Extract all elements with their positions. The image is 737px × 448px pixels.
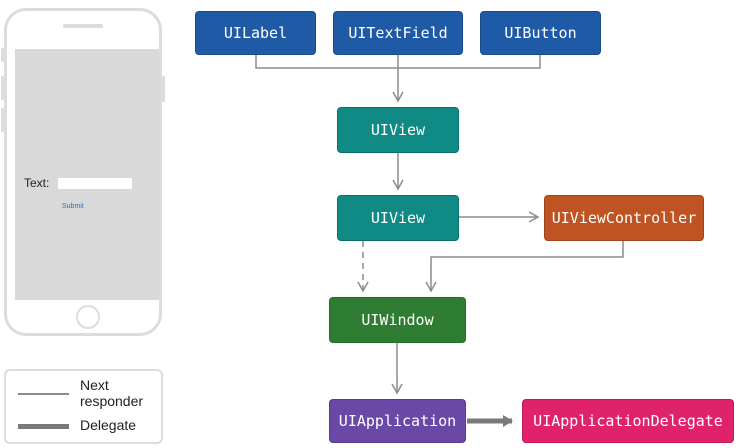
text-field-input[interactable] [58, 178, 132, 189]
node-uiapplication-text: UIApplication [338, 412, 457, 430]
node-uilabel: UILabel [195, 11, 316, 55]
legend-delegate: Delegate [80, 417, 137, 433]
node-uiview-top-text: UIView [370, 121, 426, 139]
node-uibutton: UIButton [480, 11, 601, 55]
node-uibutton-text: UIButton [504, 24, 577, 42]
phone-mockup [4, 8, 162, 336]
phone-power-button [162, 76, 165, 102]
legend: Next responder Delegate [4, 369, 163, 444]
phone-screen [15, 49, 159, 300]
node-uiviewcontroller: UIViewController [544, 195, 704, 241]
home-button-icon [76, 305, 100, 329]
node-uiview-top: UIView [337, 107, 459, 153]
delegate-line-sample [18, 424, 69, 429]
node-uitextfield: UITextField [333, 11, 463, 55]
text-field-label: Text: [24, 176, 50, 190]
node-uiview-bottom-text: UIView [370, 209, 426, 227]
next-responder-line-sample [18, 393, 69, 395]
node-uiwindow: UIWindow [329, 297, 466, 343]
node-uiapplication: UIApplication [329, 399, 466, 443]
legend-next-responder-line2: responder [80, 393, 144, 409]
node-uiviewcontroller-text: UIViewController [551, 209, 697, 227]
node-uiview-bottom: UIView [337, 195, 459, 241]
node-uilabel-text: UILabel [223, 24, 288, 42]
node-uiapplicationdelegate-text: UIApplicationDelegate [533, 412, 723, 430]
legend-next-responder-line1: Next [80, 377, 109, 393]
viewcontroller-to-uiwindow-arrow [425, 241, 624, 293]
node-uiwindow-text: UIWindow [361, 311, 434, 329]
submit-button[interactable]: Submit [62, 203, 84, 210]
phone-side-button [1, 48, 4, 62]
phone-volume-up [1, 76, 4, 100]
node-uiapplicationdelegate: UIApplicationDelegate [522, 399, 734, 443]
phone-speaker [63, 24, 103, 28]
node-uitextfield-text: UITextField [348, 24, 448, 42]
phone-volume-down [1, 108, 4, 132]
